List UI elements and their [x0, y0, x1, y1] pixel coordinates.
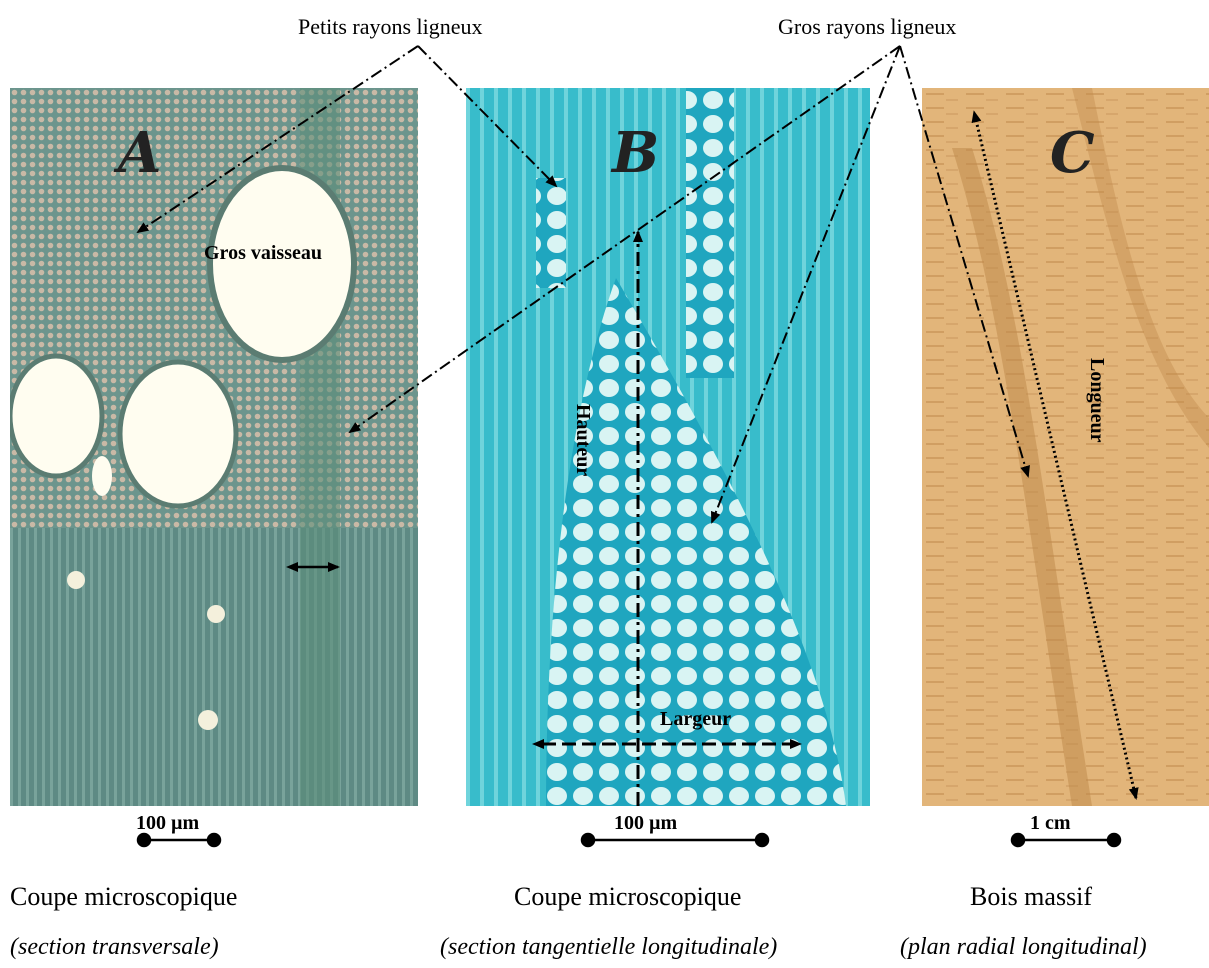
label-largeur: Largeur	[660, 708, 731, 731]
subcaption-b: (section tangentielle longitudinale)	[440, 934, 777, 961]
panel-a-image	[10, 88, 418, 806]
panel-b-image	[466, 88, 870, 806]
label-gros-rayons: Gros rayons ligneux	[778, 14, 956, 40]
panel-b-micrograph	[466, 88, 870, 806]
scale-label-a: 100 µm	[136, 812, 199, 835]
scale-label-b: 100 µm	[614, 812, 677, 835]
subcaption-c: (plan radial longitudinal)	[900, 934, 1147, 961]
subcaption-a: (section transversale)	[10, 934, 219, 961]
label-petits-rayons: Petits rayons ligneux	[298, 14, 483, 40]
label-hauteur: Hauteur	[571, 404, 594, 476]
caption-c: Bois massif	[970, 882, 1092, 912]
panel-c-image	[922, 88, 1209, 806]
caption-b: Coupe microscopique	[514, 882, 741, 912]
label-gros-vaisseau: Gros vaisseau	[204, 242, 322, 265]
label-longueur: Longueur	[1085, 358, 1108, 442]
scale-label-c: 1 cm	[1030, 812, 1071, 835]
panel-b-letter: B	[612, 120, 659, 186]
caption-a: Coupe microscopique	[10, 882, 237, 912]
panel-c-photo	[922, 88, 1209, 806]
panel-a-letter: A	[118, 120, 161, 186]
panel-c-letter: C	[1050, 120, 1095, 186]
panel-a-micrograph	[10, 88, 418, 806]
